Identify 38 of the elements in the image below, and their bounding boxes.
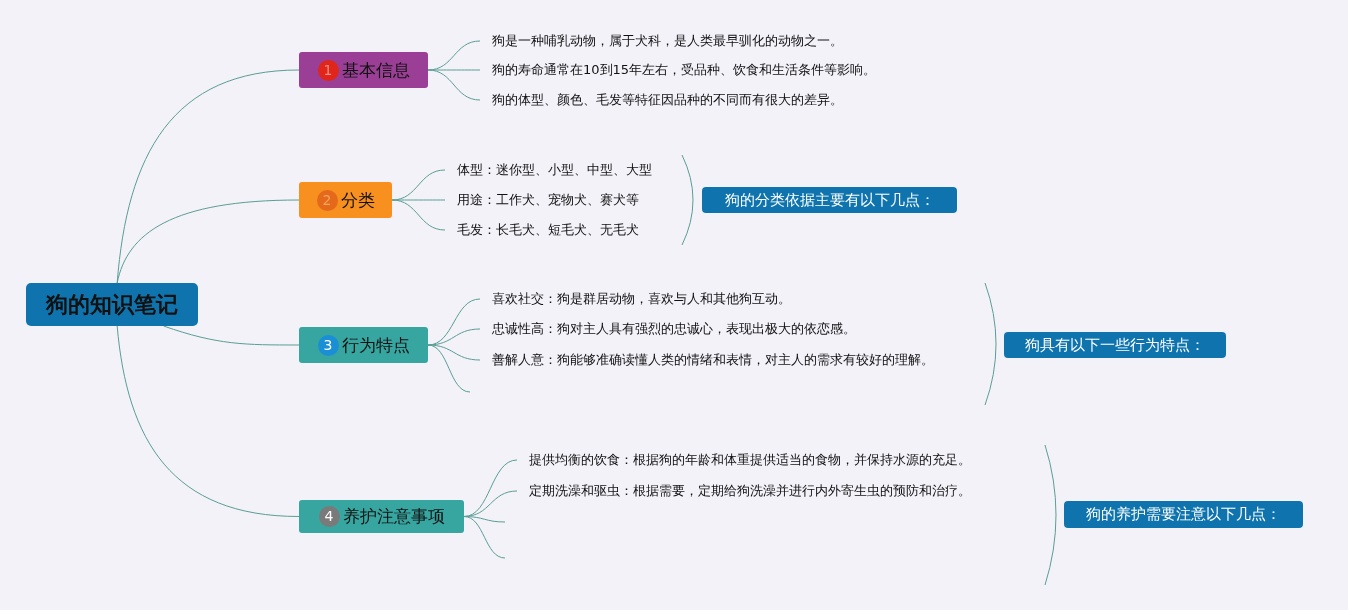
leaf-text: 定期洗澡和驱虫：根据需要，定期给狗洗澡并进行内外寄生虫的预防和治疗。 [517, 483, 971, 499]
leaf-text: 毛发：长毛犬、短毛犬、无毛犬 [445, 222, 639, 238]
number-badge: 1 [317, 59, 339, 81]
summary-box: 狗的养护需要注意以下几点： [1064, 501, 1303, 528]
topic-label: 养护注意事项 [342, 505, 445, 528]
leaf-text: 喜欢社交：狗是群居动物，喜欢与人和其他狗互动。 [480, 291, 791, 307]
branch-line [427, 69, 481, 101]
leaf-text: 忠诚性高：狗对主人具有强烈的忠诚心，表现出极大的依恋感。 [480, 321, 856, 337]
leaf-text: 狗的体型、颜色、毛发等特征因品种的不同而有很大的差异。 [480, 92, 843, 108]
branch-line [391, 199, 446, 201]
summary-box: 狗具有以下一些行为特点： [1004, 332, 1226, 358]
topic-label: 基本信息 [341, 58, 410, 82]
branch-line [116, 199, 300, 284]
topic-box [299, 327, 428, 363]
topic-label: 分类 [340, 188, 375, 212]
central-topic: 狗的知识笔记 [26, 283, 198, 326]
leaf-text: 狗是一种哺乳动物，属于犬科，是人类最早驯化的动物之一。 [480, 33, 843, 49]
leaf-text: 体型：迷你型、小型、中型、大型 [445, 162, 652, 178]
number-badge: 3 [317, 334, 339, 356]
number-badge: 2 [316, 189, 338, 211]
leaf-text: 狗的寿命通常在10到15年左右，受品种、饮食和生活条件等影响。 [480, 62, 877, 78]
topic-box [299, 500, 464, 533]
branch-line [391, 199, 446, 231]
summary-box: 狗的分类依据主要有以下几点： [702, 187, 957, 213]
branch-line [463, 516, 506, 559]
branch-line [427, 344, 471, 393]
branch-line [163, 325, 300, 346]
topic-label: 行为特点 [341, 333, 410, 357]
branch-line [427, 344, 481, 361]
branch-line [427, 328, 481, 346]
topic-box [299, 182, 392, 218]
number-badge: 4 [318, 506, 340, 527]
branch-line [116, 325, 300, 517]
branch-line [427, 69, 481, 71]
leaf-text: 善解人意：狗能够准确读懂人类的情绪和表情，对主人的需求有较好的理解。 [480, 352, 934, 368]
leaf-text: 提供均衡的饮食：根据狗的年龄和体重提供适当的食物，并保持水源的充足。 [517, 452, 971, 468]
topic-box [299, 52, 428, 88]
leaf-text: 用途：工作犬、宠物犬、赛犬等 [445, 192, 639, 208]
